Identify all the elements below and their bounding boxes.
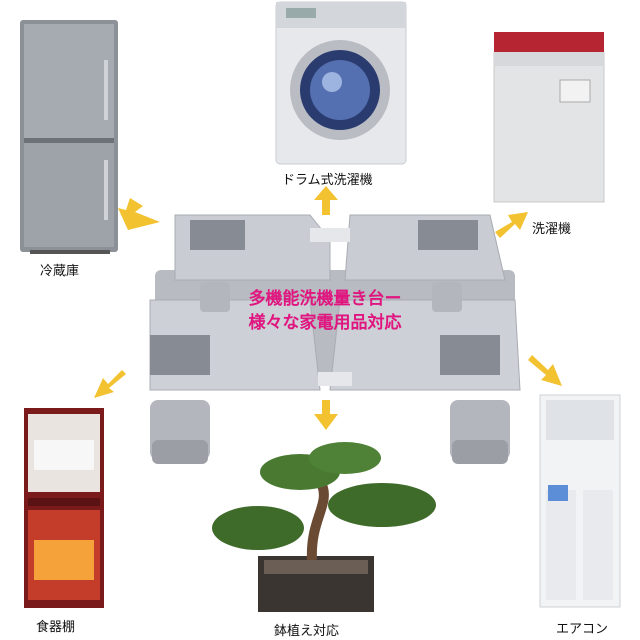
washer-stand-image bbox=[149, 214, 521, 464]
arrow-up-left-icon bbox=[118, 198, 160, 230]
label-washer: 洗濯機 bbox=[532, 222, 572, 237]
label-refrigerator: 冷蔵庫 bbox=[40, 264, 80, 279]
arrow-down-left-icon bbox=[94, 370, 126, 398]
label-dish-cabinet: 食器棚 bbox=[36, 620, 76, 635]
refrigerator-image bbox=[20, 20, 118, 254]
center-caption: 多機能洗機量き台ー 様々な家電用品対応 bbox=[210, 287, 440, 335]
washer-image bbox=[493, 32, 605, 203]
arrow-down-icon bbox=[314, 400, 338, 430]
arrow-up-right-icon bbox=[495, 212, 528, 238]
drum-washer-image bbox=[275, 1, 407, 165]
center-caption-line1: 多機能洗機量き台ー bbox=[248, 289, 402, 309]
label-drum-washer: ドラム式洗濯機 bbox=[282, 173, 373, 188]
label-bonsai: 鉢植え対応 bbox=[274, 624, 340, 639]
aircon-image bbox=[539, 394, 621, 608]
center-caption-line2: 様々な家電用品対応 bbox=[248, 313, 402, 333]
label-aircon: エアコン bbox=[556, 622, 609, 637]
bonsai-image bbox=[212, 442, 436, 612]
arrow-down-right-icon bbox=[528, 355, 562, 386]
dish-cabinet-image bbox=[24, 408, 104, 608]
arrow-up-icon bbox=[314, 186, 338, 215]
arrows bbox=[94, 186, 562, 430]
